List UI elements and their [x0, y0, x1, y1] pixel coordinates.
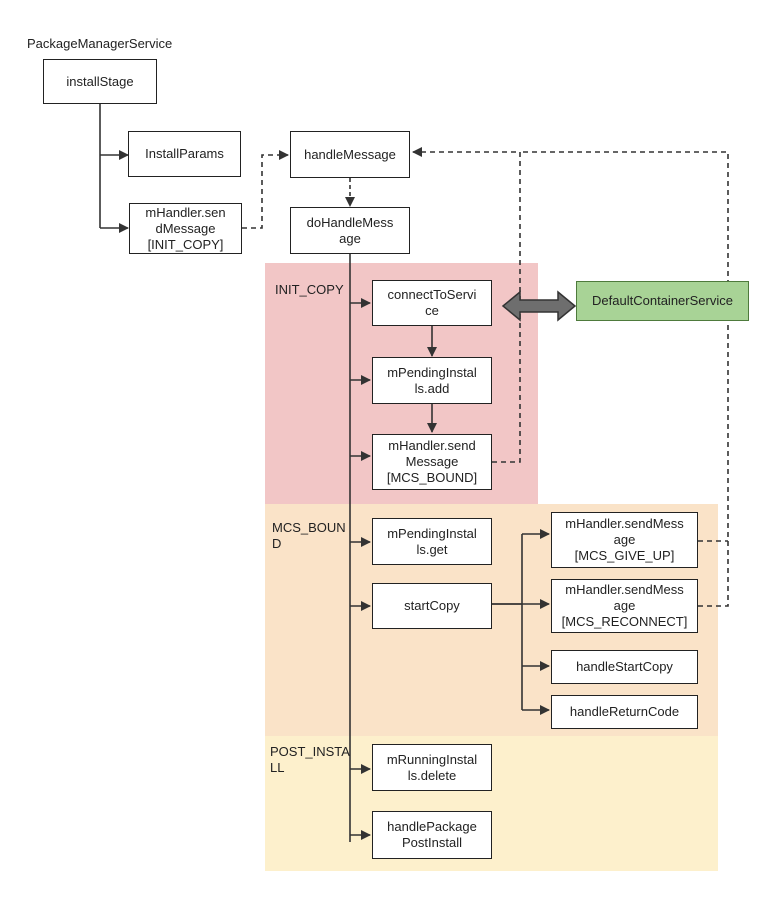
node-send-init-copy: mHandler.sen dMessage [INIT_COPY] [129, 203, 242, 254]
mcs-bound-label: MCS_BOUN D [272, 520, 346, 551]
node-start-copy: startCopy [372, 583, 492, 629]
edge-reconnect-to-handlemessage [520, 151, 729, 607]
node-label: DefaultContainerService [592, 293, 733, 308]
node-send-mcs-give-up: mHandler.sendMess age [MCS_GIVE_UP] [551, 512, 698, 568]
node-label: mRunningInstal ls.delete [386, 751, 478, 783]
node-default-container-service: DefaultContainerService [576, 281, 749, 321]
node-label: startCopy [404, 598, 460, 613]
node-label: mPendingInstal ls.add [387, 364, 477, 396]
post-install-label: POST_INSTA LL [270, 744, 350, 775]
node-running-installs-delete: mRunningInstal ls.delete [372, 744, 492, 791]
node-label: mHandler.send Message [MCS_BOUND] [386, 438, 478, 485]
node-connect-to-service: connectToServi ce [372, 280, 492, 326]
node-install-stage: installStage [43, 59, 157, 104]
node-label: doHandleMess age [306, 214, 394, 246]
node-label: handleMessage [304, 146, 396, 162]
node-label: mPendingInstal ls.get [387, 525, 477, 557]
diagram-title: PackageManagerService [27, 36, 173, 51]
node-send-mcs-reconnect: mHandler.sendMess age [MCS_RECONNECT] [551, 579, 698, 633]
node-install-params: InstallParams [128, 131, 241, 177]
init-copy-label: INIT_COPY [275, 282, 344, 297]
node-label: handlePackage PostInstall [387, 819, 477, 850]
node-label: installStage [66, 73, 134, 89]
node-label: mHandler.sen dMessage [INIT_COPY] [145, 204, 226, 252]
node-label: connectToServi ce [387, 287, 477, 318]
node-handle-start-copy: handleStartCopy [551, 650, 698, 684]
node-send-mcs-bound: mHandler.send Message [MCS_BOUND] [372, 434, 492, 490]
node-label: handleStartCopy [576, 659, 673, 674]
node-label: InstallParams [145, 146, 224, 161]
node-label: handleReturnCode [569, 704, 680, 719]
node-pending-installs-get: mPendingInstal ls.get [372, 518, 492, 565]
bind-double-arrow [501, 290, 577, 322]
node-label: mHandler.sendMess age [MCS_RECONNECT] [561, 582, 688, 629]
node-handle-return-code: handleReturnCode [551, 695, 698, 729]
node-do-handle-message: doHandleMess age [290, 207, 410, 254]
edge-init-copy-to-handlemessage [242, 150, 289, 229]
node-handle-message: handleMessage [290, 131, 410, 178]
node-label: mHandler.sendMess age [MCS_GIVE_UP] [565, 516, 684, 563]
node-pending-installs-add: mPendingInstal ls.add [372, 357, 492, 404]
node-handle-package-post-install: handlePackage PostInstall [372, 811, 492, 859]
